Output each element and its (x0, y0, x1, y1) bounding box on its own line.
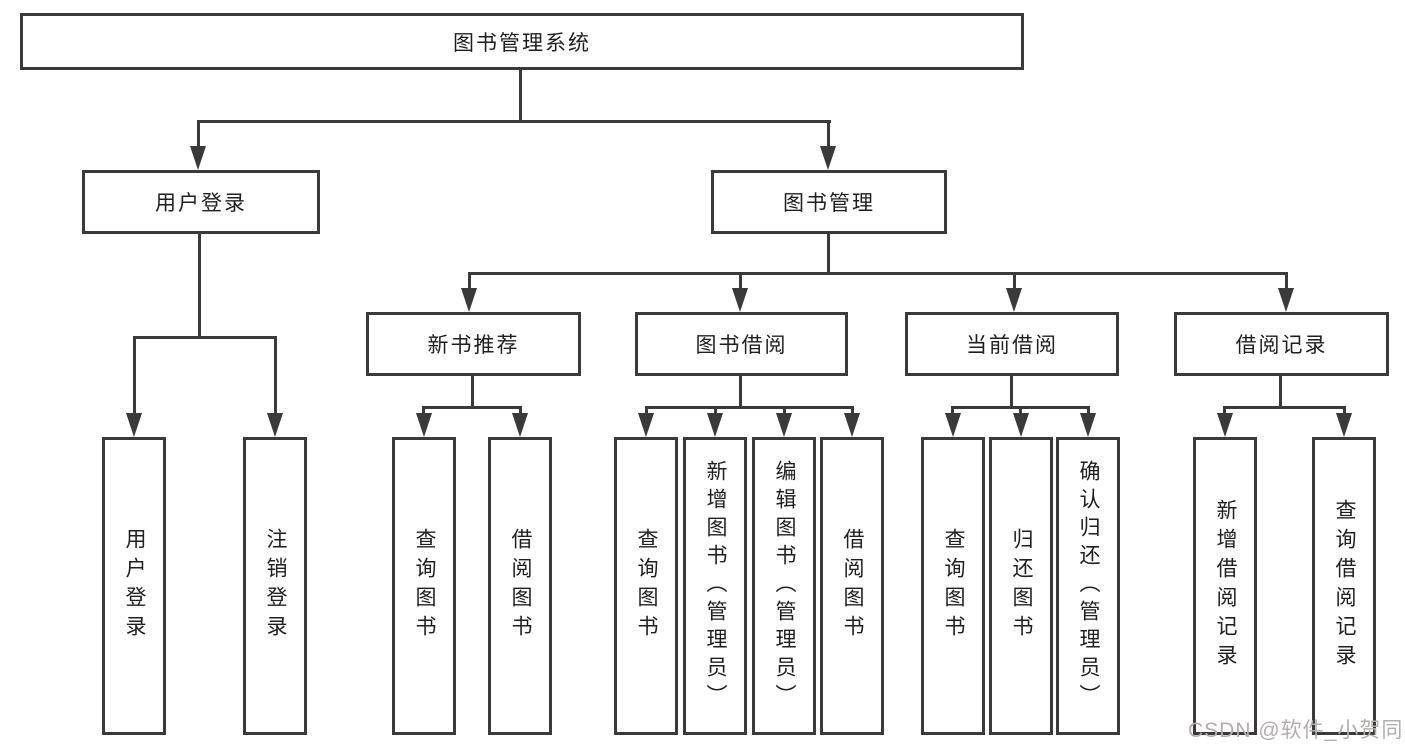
line-segment (133, 336, 136, 416)
node-label: 查询图书 (635, 528, 658, 644)
arrowhead-down-icon (512, 413, 528, 437)
line-segment (645, 406, 648, 418)
line-segment (133, 336, 276, 339)
line-segment (1343, 406, 1346, 418)
arrowhead-down-icon (1278, 288, 1294, 312)
node-label: 图书管理 (783, 192, 875, 215)
line-segment (519, 69, 522, 123)
line-segment (1223, 406, 1346, 409)
node-user-login: 用户登录 (82, 170, 320, 234)
node-label: 借阅图书 (509, 528, 532, 644)
line-segment (714, 406, 717, 418)
arrowhead-down-icon (1013, 413, 1029, 437)
node-label: 注销登录 (264, 528, 287, 644)
line-segment (1223, 406, 1226, 418)
node-leaf-logout: 注销登录 (243, 437, 307, 735)
node-label: 新增图书（管理员） (704, 460, 727, 712)
line-segment (1013, 272, 1016, 292)
line-segment (739, 272, 742, 292)
node-label: 用户登录 (155, 192, 247, 215)
node-label: 编辑图书（管理员） (773, 460, 796, 712)
line-segment (851, 406, 854, 418)
node-borrowing-records: 借阅记录 (1174, 312, 1389, 376)
node-label: 归还图书 (1010, 528, 1033, 644)
node-label: 确认归还（管理员） (1077, 460, 1100, 712)
line-segment (1285, 272, 1288, 292)
line-segment (739, 376, 742, 409)
arrowhead-down-icon (1006, 288, 1022, 312)
line-segment (422, 406, 425, 418)
node-root-library-system: 图书管理系统 (20, 13, 1024, 70)
line-segment (951, 406, 954, 418)
arrowhead-down-icon (776, 413, 792, 437)
node-leaf-edit-books-admin: 编辑图书（管理员） (752, 437, 816, 735)
arrowhead-down-icon (707, 413, 723, 437)
arrowhead-down-icon (945, 413, 961, 437)
line-segment (1019, 406, 1022, 418)
node-label: 新增借阅记录 (1214, 499, 1237, 673)
node-label: 查询图书 (413, 528, 436, 644)
arrowhead-down-icon (844, 413, 860, 437)
node-label: 借阅图书 (841, 528, 864, 644)
line-segment (197, 120, 200, 150)
arrowhead-down-icon (416, 413, 432, 437)
node-leaf-user-login: 用户登录 (102, 437, 166, 735)
line-segment (198, 234, 201, 339)
line-segment (468, 272, 1288, 275)
line-segment (827, 234, 830, 275)
line-segment (422, 406, 522, 409)
node-leaf-query-books-a: 查询图书 (392, 437, 456, 735)
node-label: 查询图书 (942, 528, 965, 644)
node-new-book-recommend: 新书推荐 (366, 312, 581, 376)
node-label: 当前借阅 (966, 334, 1058, 357)
node-leaf-borrow-books-a: 借阅图书 (488, 437, 552, 735)
csdn-watermark: CSDN @软件_小贺同学 (1188, 719, 1405, 742)
node-book-management: 图书管理 (711, 170, 947, 234)
node-book-borrowing: 图书借阅 (635, 312, 848, 376)
line-segment (471, 376, 474, 409)
arrowhead-down-icon (267, 413, 283, 437)
node-label: 新书推荐 (427, 334, 520, 357)
node-leaf-query-borrow-record: 查询借阅记录 (1312, 437, 1376, 735)
line-segment (783, 406, 786, 418)
node-label: 图书管理系统 (453, 31, 591, 55)
arrowhead-down-icon (190, 146, 206, 170)
node-label: 借阅记录 (1235, 334, 1328, 357)
arrowhead-down-icon (732, 288, 748, 312)
arrowhead-down-icon (1080, 413, 1096, 437)
arrowhead-down-icon (461, 288, 477, 312)
node-leaf-query-books-b: 查询图书 (614, 437, 678, 735)
line-segment (827, 120, 830, 150)
node-leaf-query-books-c: 查询图书 (921, 437, 985, 735)
arrowhead-down-icon (1217, 413, 1233, 437)
line-segment (468, 272, 471, 292)
arrowhead-down-icon (820, 146, 836, 170)
node-leaf-add-books-admin: 新增图书（管理员） (683, 437, 747, 735)
line-segment (197, 120, 831, 123)
node-current-borrowing: 当前借阅 (905, 312, 1119, 376)
arrowhead-down-icon (126, 413, 142, 437)
node-label: 查询借阅记录 (1333, 499, 1356, 673)
line-segment (519, 406, 522, 418)
node-label: 用户登录 (123, 528, 146, 644)
node-leaf-borrow-books-b: 借阅图书 (820, 437, 884, 735)
line-segment (645, 406, 854, 409)
line-segment (1087, 406, 1090, 418)
node-leaf-add-borrow-record: 新增借阅记录 (1193, 437, 1257, 735)
arrowhead-down-icon (638, 413, 654, 437)
node-label: 图书借阅 (695, 334, 788, 357)
node-leaf-confirm-return-admin: 确认归还（管理员） (1056, 437, 1120, 735)
arrowhead-down-icon (1336, 413, 1352, 437)
line-segment (1010, 376, 1013, 409)
line-segment (1279, 376, 1282, 409)
line-segment (274, 336, 277, 416)
node-leaf-return-books: 归还图书 (989, 437, 1053, 735)
